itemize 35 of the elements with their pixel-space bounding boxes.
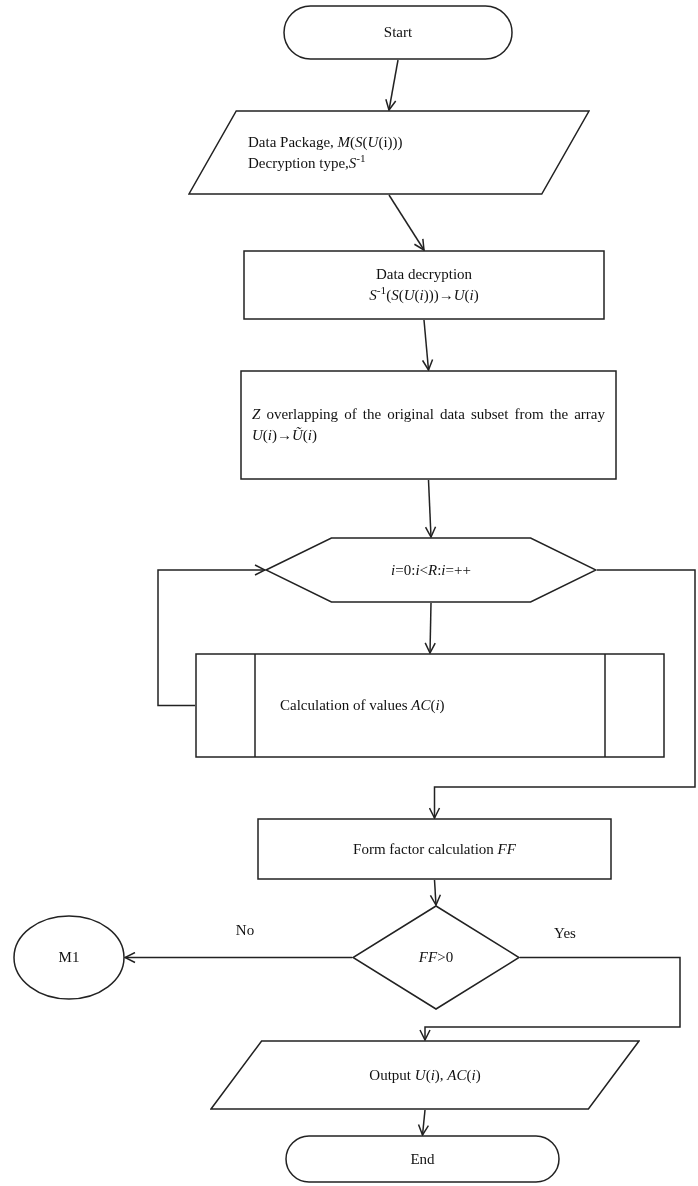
arrow xyxy=(385,59,399,111)
node-text: FF>0 xyxy=(418,948,454,968)
node-text: Data Package, M(S(U(i))) xyxy=(248,132,403,152)
input-output-parallelogram xyxy=(210,1040,640,1110)
input-output-parallelogram xyxy=(188,110,590,195)
arrow xyxy=(421,319,434,371)
process-box xyxy=(243,250,605,320)
connector-ellipse xyxy=(13,915,125,1000)
decision-diamond xyxy=(352,905,520,1010)
node-text: Start xyxy=(383,23,413,43)
process-box xyxy=(240,370,617,480)
arrow xyxy=(429,879,442,906)
node-text: Calculation of values AC(i) xyxy=(280,696,445,716)
process-box xyxy=(257,818,612,880)
loop-hexagon xyxy=(265,537,597,603)
arrow xyxy=(417,1109,430,1136)
node-text: M1 xyxy=(58,948,80,968)
node-text: S$^{-1}$(S(U(i)))→U(i) xyxy=(369,285,479,305)
node-text: Decryption type,S$^{-1}$ xyxy=(248,152,366,173)
arrow xyxy=(124,951,353,964)
arrow xyxy=(424,602,436,654)
arrow xyxy=(419,956,681,1041)
arrow xyxy=(157,564,266,707)
node-text: Output U(i), AC(i) xyxy=(369,1065,481,1085)
node-text: Form factor calculation FF xyxy=(353,839,516,859)
arrow xyxy=(424,479,437,538)
terminal-stadium xyxy=(283,5,513,60)
node-text: i=0:i<R:i=++ xyxy=(391,560,471,580)
terminal-stadium xyxy=(285,1135,560,1183)
arrow xyxy=(388,194,425,251)
node-text: Data decryption xyxy=(375,265,473,285)
node-text: End xyxy=(410,1149,435,1169)
arrow xyxy=(428,569,696,819)
predefined-process-box xyxy=(195,653,665,758)
node-text: Z overlapping of the original data subset from the array U(i)→Ũ(i) xyxy=(252,405,605,445)
